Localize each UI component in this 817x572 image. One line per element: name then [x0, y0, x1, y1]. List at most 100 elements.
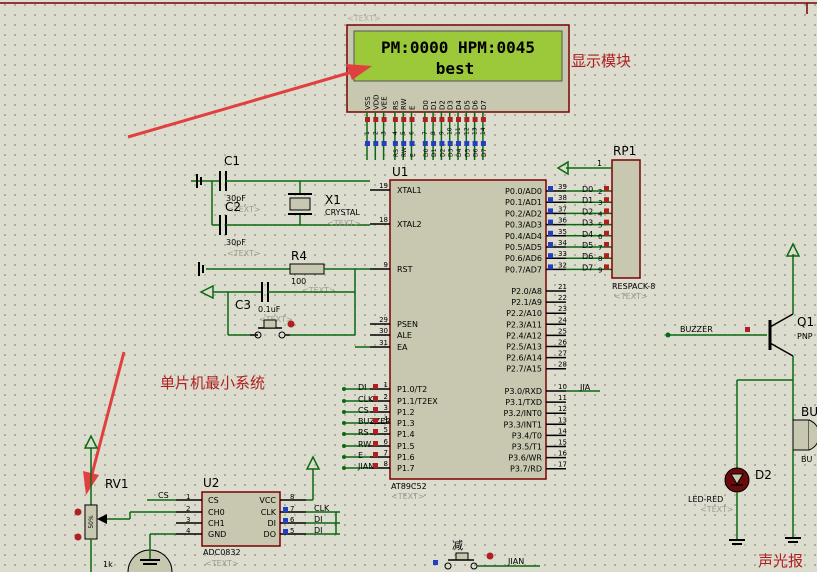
lcd-pin-marker — [464, 141, 470, 146]
r4-body — [289, 263, 325, 275]
u2-net-label: CLK — [314, 504, 330, 513]
mcu-right-pin-name: P2.4/A12 — [506, 331, 542, 340]
lcd-pin-marker — [392, 117, 398, 122]
rv1-body-label: 50% — [88, 515, 95, 529]
mcu-p0-pin-marker — [548, 219, 553, 225]
mcu-right-pin-name: P3.3/INT1 — [503, 420, 542, 429]
mcu-left-pin-name: ALE — [397, 331, 412, 340]
lcd-display[interactable]: <TEXT> PM:0000 HPM:0045 best VSS1VDD2VEE… — [346, 14, 570, 160]
mcu-right-pin-num: 14 — [558, 427, 567, 435]
u2-left-pin-name: CS — [208, 496, 219, 505]
lcd-pin-name: D1 — [430, 100, 438, 110]
buzzer-part: BU — [801, 455, 812, 464]
lcd-pin-marker — [431, 117, 437, 122]
r4-ref: R4 — [291, 249, 307, 263]
x1-text-tag: <TEXT> — [327, 219, 361, 228]
vcc-arrow — [199, 284, 214, 300]
rp1-ref: RP1 — [613, 144, 636, 158]
x1-part: CRYSTAL — [325, 208, 360, 217]
mcu-right-pin-num: 34 — [558, 239, 567, 247]
alarm-circuit[interactable]: BUZZER Q1 PNP D2 LED-RED <TEXT> BU BU — [665, 242, 817, 545]
mcu-p1-pin-marker — [373, 441, 378, 446]
annotation-arrow-lcd — [127, 64, 372, 139]
mcu-right-pin-name: P0.5/AD5 — [505, 243, 542, 252]
mcu-p1-net-node — [342, 421, 346, 425]
lcd-pin-num: 8 — [430, 131, 437, 135]
key-minus[interactable]: 减 JIAN — [433, 539, 540, 570]
rp1-pin-marker — [604, 253, 609, 259]
lcd-pin-marker — [447, 141, 453, 146]
mcu-p0-pin-marker — [548, 264, 553, 270]
lcd-pin-group: VSS1VDD2VEE3RS4RW5E6D07D18D29D310D411D51… — [364, 94, 488, 160]
u2-left-pin-num: 4 — [186, 527, 191, 535]
lcd-pin-marker — [422, 117, 428, 122]
crystal-circuit[interactable]: C1 30pF <TEXT> C2 30pF <TEXT> X1 CRYSTAL… — [191, 154, 370, 258]
mcu-p1-pin-marker — [373, 429, 378, 434]
mcu-right-pins: 39P0.0/AD038P0.1/AD137P0.2/AD236P0.3/AD3… — [503, 183, 612, 474]
u2-left-pin-num: 3 — [186, 516, 190, 524]
buzzer-body — [792, 419, 810, 451]
lcd-pin-marker — [456, 117, 461, 122]
lcd-pin-marker — [422, 141, 428, 146]
lcd-pin-marker — [439, 141, 445, 146]
mcu-right-pin-num: 12 — [558, 405, 567, 413]
lcd-pin-marker — [381, 117, 387, 122]
lcd-line-2: best — [436, 59, 475, 78]
u2-cs-net: CS — [158, 491, 169, 500]
u2-left-pin-num: 1 — [186, 493, 190, 501]
mcu-left-pin-name: P1.5 — [397, 442, 415, 451]
mcu-right-pin-name: P0.1/AD1 — [505, 198, 542, 207]
mcu-left-pin-num: 30 — [379, 327, 388, 335]
mcu-p0-pin-marker — [548, 197, 553, 203]
lcd-pin-num: 1 — [364, 131, 371, 135]
u2-right-pin-num: 8 — [290, 493, 294, 501]
mcu-p1-net-label: JIAN — [357, 462, 374, 471]
lcd-pin-name: VEE — [381, 96, 389, 110]
r4-value: 100 — [291, 277, 306, 286]
reset-circuit[interactable]: R4 100 <TEXT> C3 0.1uF <TEXT> — [198, 249, 370, 339]
mcu-right-pin-num: 22 — [558, 294, 567, 302]
mcu-right-pin-name: P2.1/A9 — [511, 298, 542, 307]
u2-text-tag: <TEXT> — [205, 559, 239, 568]
rp1-pin-num: 3 — [598, 199, 602, 207]
mcu-right-pin-name: P2.3/A11 — [506, 320, 542, 329]
mcu-p0-net-label: D6 — [582, 252, 593, 261]
mcu-right-pin-name: P2.2/A10 — [506, 309, 542, 318]
c1-text-tag: <TEXT> — [227, 205, 261, 214]
lcd-net-label: RS — [393, 149, 400, 157]
mcu-p1-net-label: E — [358, 451, 363, 460]
mcu-left-pin-name: P1.6 — [397, 453, 415, 462]
potentiometer-rv1[interactable]: RV1 50% 1k — [74, 434, 173, 572]
rp1-pin-marker — [604, 230, 609, 236]
mcu-left-pin-num: 2 — [384, 393, 388, 401]
lcd-pin-marker — [456, 141, 461, 146]
mcu-right-pin-name: P3.1/TXD — [505, 398, 542, 407]
mcu-p0-pin-marker — [548, 186, 553, 191]
mcu-right-pin-name: P3.5/T1 — [512, 443, 542, 452]
mcu-left-pin-num: 3 — [384, 404, 388, 412]
mcu-p1-net-node — [342, 410, 346, 414]
c2-text-tag: <TEXT> — [227, 249, 261, 258]
respack-rp1[interactable]: RP1 1 RESPACK-8 <TEXT> — [556, 144, 655, 301]
mcu-left-pin-num: 4 — [384, 415, 389, 423]
mcu-right-pin-num: 38 — [558, 194, 567, 202]
u2-left-pin-num: 2 — [186, 505, 190, 513]
mcu-right-pin-num: 35 — [558, 228, 567, 236]
mcu-left-pin-name: P1.7 — [397, 464, 415, 473]
rv1-value: 1k — [103, 560, 113, 569]
rp1-pin-marker — [604, 208, 609, 214]
u2-left-pin-name: GND — [208, 530, 226, 539]
c1-value: 30pF — [226, 194, 246, 203]
q1-base-pin — [745, 327, 750, 332]
d2-part: LED-RED — [688, 495, 723, 504]
lcd-pin-num: 3 — [381, 131, 388, 135]
c3-value: 0.1uF — [258, 305, 281, 314]
sound-light-alarm-annotation: 声光报 — [758, 552, 803, 570]
mcu-p1-net-node — [342, 444, 346, 448]
mcu-right-pin-name: P0.6/AD6 — [505, 254, 542, 263]
